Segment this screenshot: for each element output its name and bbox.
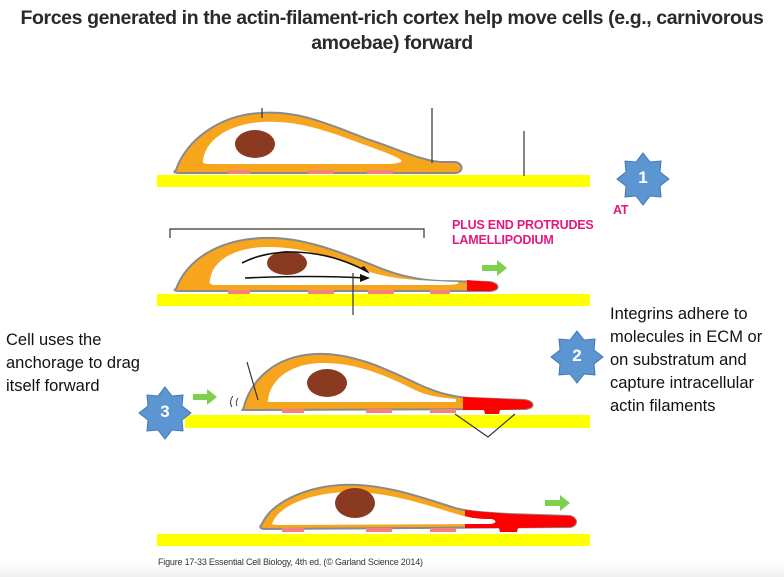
plus-end-line-2: LAMELLIPODIUM [452,233,554,247]
focal-contacts [282,409,456,413]
green-arrow-icon [545,495,570,511]
nucleus [307,369,347,397]
focal-contacts [228,290,450,294]
left-note-line: anchorage to drag [6,354,140,372]
left-note-line: Cell uses the [6,331,102,349]
nucleus [335,488,375,518]
cytoplasm [267,362,456,402]
right-note-line: molecules in ECM or [610,328,763,346]
figure-caption: Figure 17-33 Essential Cell Biology, 4th… [158,557,423,567]
focal-contacts [228,170,393,174]
substratum-bar [157,534,590,546]
right-note-line: Integrins adhere to [610,305,748,323]
green-arrow-icon [482,260,507,276]
left-note: Cell uses the anchorage to drag itself f… [6,329,140,398]
motion-lines-icon [230,395,239,408]
integrin-pointer [454,413,516,438]
nucleus [267,251,307,275]
plus-end-label: PLUS END PROTRUDES LAMELLIPODIUM [452,218,594,248]
lamellipodium [463,397,533,414]
substratum-bar [157,175,590,187]
actin-flow-arrow [244,275,367,279]
footer-shade [0,561,784,577]
actin-flow-arrow [241,251,369,273]
lamellipodium [465,510,576,532]
panel-1 [157,108,590,187]
substratum-bar [157,294,590,306]
panel-3 [185,352,590,438]
step-number-3: 3 [160,402,170,421]
green-arrow-icon [193,389,217,405]
arrow-head-icon [360,266,370,274]
nucleus [235,130,275,158]
bracket [169,228,425,238]
step-number-1: 1 [638,168,648,187]
substratum-bar [185,415,590,428]
focal-contacts [282,528,456,532]
arrow-head-icon [360,274,370,282]
panel-4 [157,483,590,546]
slide-title: Forces generated in the actin-filament-r… [20,7,764,54]
step-number-2: 2 [572,346,582,365]
right-note-line: on substratum and [610,351,747,369]
pointer-line [246,361,259,401]
right-note: Integrins adhere to molecules in ECM or … [610,303,762,418]
panel-2 [157,228,590,315]
right-note-line: capture intracellular [610,374,754,392]
cytoplasm [272,491,496,525]
right-note-line: actin filaments [610,397,716,415]
at-label: AT [613,203,629,217]
left-note-line: itself forward [6,377,100,395]
plus-end-line-1: PLUS END PROTRUDES [452,218,594,232]
lamellipodium [467,280,498,291]
